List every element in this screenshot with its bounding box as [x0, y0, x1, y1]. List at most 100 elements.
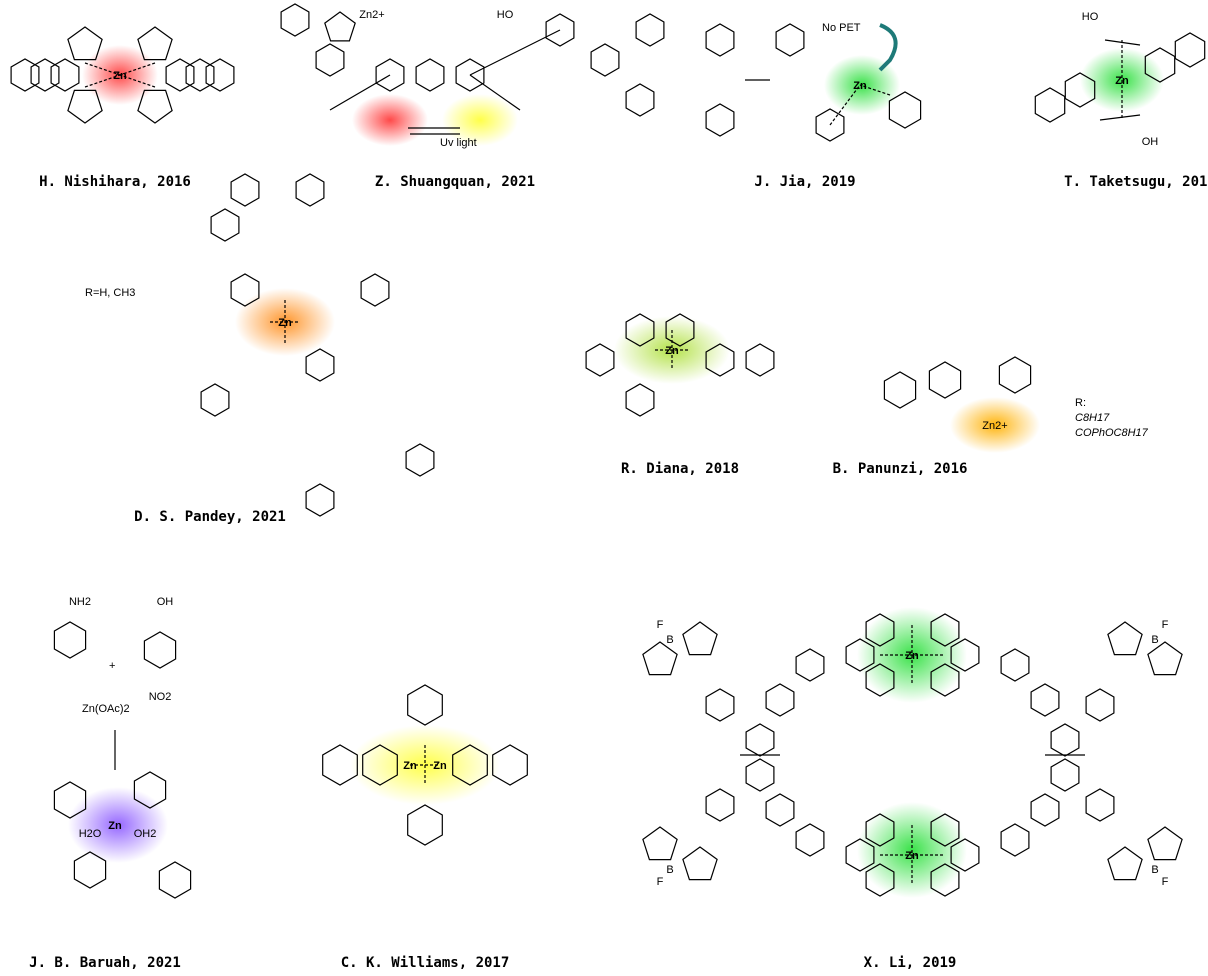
benzene-ring: [1085, 688, 1115, 722]
benzene-ring: [362, 744, 398, 786]
benzene-ring: [280, 3, 310, 37]
caption-pandey: D. S. Pandey, 2021: [134, 509, 286, 525]
benzene-ring: [765, 683, 795, 717]
benzene-ring: [1000, 648, 1030, 682]
benzene-ring: [407, 804, 443, 846]
zinc-acetate-label: Zn(OAc)2: [82, 703, 130, 715]
zn2-label: Zn2+: [359, 9, 384, 21]
zn-label: Zn: [853, 80, 867, 92]
benzene-ring: [295, 173, 325, 207]
pyrrole-ring: [137, 89, 173, 124]
benzene-ring: [745, 758, 775, 792]
pyrrole-ring: [324, 11, 356, 42]
pyrrole-ring: [642, 641, 678, 676]
zn2-label: Zn2+: [982, 420, 1007, 432]
caption-shuangquan: Z. Shuangquan, 2021: [374, 174, 536, 190]
benzene-ring: [930, 813, 960, 847]
fluorine-label: F: [1162, 619, 1169, 631]
benzene-ring: [625, 383, 655, 417]
benzene-ring: [185, 58, 215, 92]
benzene-ring: [705, 688, 735, 722]
benzene-ring: [865, 613, 895, 647]
benzene-ring: [53, 621, 87, 659]
benzene-ring: [998, 356, 1032, 394]
boron-label: B: [1151, 634, 1158, 646]
benzene-ring: [1174, 32, 1206, 68]
benzene-ring: [158, 861, 192, 899]
pyrrole-ring: [1107, 846, 1143, 881]
benzene-ring: [360, 273, 390, 307]
pandey-substituent-label: R=H, CH3: [85, 287, 136, 299]
amide-label: NH2: [69, 596, 91, 608]
benzene-ring: [1034, 87, 1066, 123]
benzene-ring: [795, 823, 825, 857]
benzene-ring: [200, 383, 230, 417]
caption-nishihara: H. Nishihara, 2016: [39, 174, 191, 190]
panunzi-r-label: R:: [1075, 397, 1086, 409]
zn-label: Zn: [665, 345, 679, 357]
bond: [119, 74, 156, 88]
zn-label: Zn: [905, 650, 919, 662]
benzene-ring: [143, 631, 177, 669]
pyrrole-ring: [1147, 826, 1183, 861]
benzene-ring: [73, 851, 107, 889]
boron-label: B: [666, 634, 673, 646]
benzene-ring: [452, 744, 488, 786]
benzene-ring: [930, 613, 960, 647]
benzene-ring: [133, 771, 167, 809]
benzene-ring: [865, 663, 895, 697]
pyrrole-ring: [67, 89, 103, 124]
benzene-ring: [1030, 683, 1060, 717]
hydroxy-label: OH: [1142, 136, 1159, 148]
pyrrole-ring: [137, 26, 173, 61]
benzene-ring: [705, 103, 735, 137]
caption-baruah: J. B. Baruah, 2021: [29, 955, 181, 971]
benzene-ring: [50, 58, 80, 92]
fluorine-label: F: [1162, 876, 1169, 888]
pyrrole-ring: [1107, 621, 1143, 656]
benzene-ring: [930, 863, 960, 897]
benzene-ring: [405, 443, 435, 477]
fluorine-label: F: [657, 876, 664, 888]
panunzi-r2-label: COPhOC8H17: [1075, 427, 1148, 439]
benzene-ring: [1030, 793, 1060, 827]
no-pet-label: No PET: [822, 22, 861, 34]
benzene-ring: [455, 58, 485, 92]
benzene-ring: [10, 58, 40, 92]
plus-sign: +: [109, 660, 116, 672]
boron-label: B: [666, 864, 673, 876]
bond: [84, 74, 121, 88]
benzene-ring: [930, 663, 960, 697]
benzene-ring: [415, 58, 445, 92]
bond: [829, 84, 861, 126]
benzene-ring: [745, 343, 775, 377]
bond: [119, 62, 156, 76]
nitro-label: NO2: [149, 691, 172, 703]
caption-williams: C. K. Williams, 2017: [340, 955, 510, 971]
benzene-ring: [1144, 47, 1176, 83]
hydroxy-label: HO: [497, 9, 514, 21]
benzene-ring: [1064, 72, 1096, 108]
pet-arrow-icon: [878, 23, 898, 72]
caption-jia: J. Jia, 2019: [754, 174, 856, 190]
benzene-ring: [815, 108, 845, 142]
benzene-ring: [745, 723, 775, 757]
benzene-ring: [165, 58, 195, 92]
pyrrole-ring: [642, 826, 678, 861]
benzene-ring: [407, 684, 443, 726]
bond: [469, 74, 521, 111]
benzene-ring: [705, 343, 735, 377]
zn-label: Zn: [433, 760, 447, 772]
benzene-ring: [322, 744, 358, 786]
bond: [469, 29, 561, 76]
benzene-ring: [30, 58, 60, 92]
caption-li: X. Li, 2019: [863, 955, 957, 971]
uv-light-label: Uv light: [440, 137, 477, 149]
benzene-ring: [865, 813, 895, 847]
bond: [84, 62, 121, 76]
water-label: OH2: [134, 828, 157, 840]
benzene-ring: [928, 361, 962, 399]
bond: [859, 84, 891, 96]
